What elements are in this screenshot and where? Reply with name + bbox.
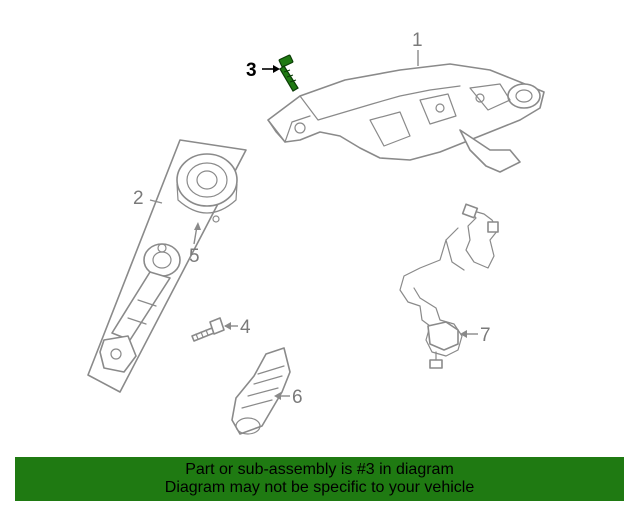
wiring-harness[interactable] (399, 203, 499, 369)
callout-5: 5 (189, 246, 200, 267)
column-boot-seal[interactable] (231, 347, 291, 435)
steering-column-assembly[interactable] (267, 50, 545, 173)
small-bolt[interactable] (191, 317, 225, 342)
callout-6: 6 (292, 387, 303, 408)
callout-5-arrowhead (194, 222, 201, 230)
callout-7: 7 (480, 325, 491, 346)
callout-3: 3 (246, 60, 257, 81)
part-info-banner: Part or sub-assembly is #3 in diagram Di… (15, 457, 624, 501)
parts-diagram: 1 3 2 5 4 (87, 30, 545, 435)
callout-4-arrowhead (224, 322, 231, 330)
bolt-highlighted[interactable] (278, 54, 299, 92)
callout-6-arrowhead (274, 392, 281, 400)
callout-4: 4 (240, 317, 251, 338)
intermediate-shaft-kit[interactable] (87, 139, 247, 393)
callout-7-arrowhead (460, 330, 467, 338)
callout-3-arrowhead (273, 65, 280, 73)
callout-1: 1 (412, 30, 423, 51)
banner-line-1: Part or sub-assembly is #3 in diagram (185, 461, 454, 478)
banner-line-2: Diagram may not be specific to your vehi… (164, 479, 475, 496)
callout-2: 2 (133, 188, 144, 209)
